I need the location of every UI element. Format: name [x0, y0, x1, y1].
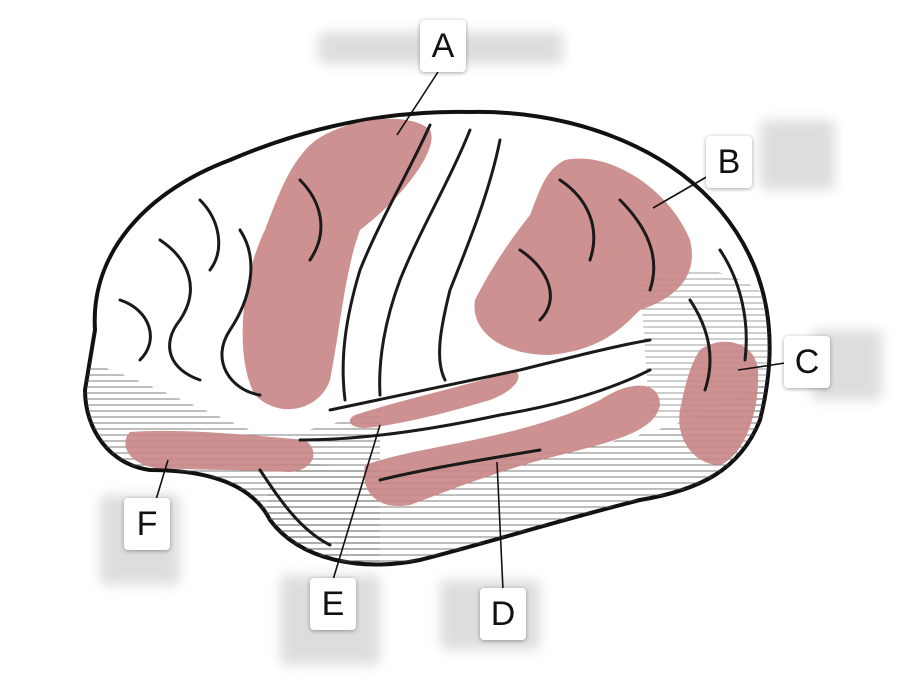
label-f[interactable]: F — [124, 498, 170, 550]
leader-lines — [154, 71, 786, 591]
hidden-answer-b — [760, 120, 835, 190]
region-e — [349, 370, 519, 428]
sulci-lines — [118, 123, 748, 547]
highlighted-regions — [125, 118, 759, 506]
label-c[interactable]: C — [784, 336, 830, 388]
region-a — [242, 118, 432, 410]
leader-line-b — [652, 171, 716, 209]
region-d — [364, 385, 660, 506]
leader-line-c — [737, 362, 786, 371]
label-e[interactable]: E — [310, 578, 356, 630]
region-f — [125, 430, 314, 472]
label-b[interactable]: B — [706, 136, 752, 188]
label-a[interactable]: A — [420, 20, 466, 72]
leader-line-e — [331, 424, 381, 584]
leader-line-a — [396, 71, 439, 136]
leader-line-d — [496, 461, 504, 591]
brain-outline — [82, 109, 772, 567]
region-c — [679, 341, 759, 465]
leader-line-f — [154, 459, 169, 504]
label-d[interactable]: D — [480, 588, 526, 640]
region-b — [474, 158, 692, 355]
